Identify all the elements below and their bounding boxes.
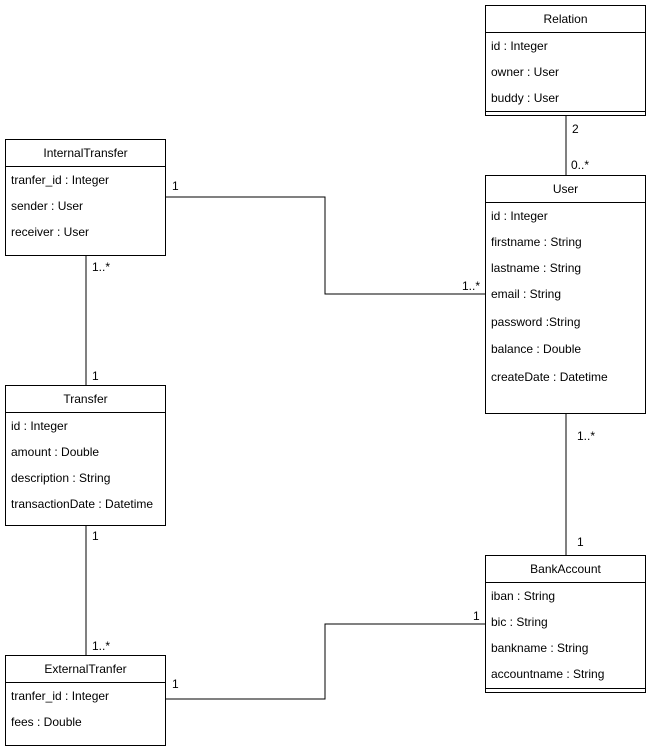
- attribute: firstname : String: [491, 235, 582, 249]
- attribute: tranfer_id : Integer: [11, 173, 110, 187]
- class-internal-transfer[interactable]: InternalTransfer tranfer_id : Integer se…: [5, 139, 166, 256]
- attribute: buddy : User: [491, 91, 560, 105]
- attribute: tranfer_id : Integer: [11, 689, 110, 703]
- class-name: InternalTransfer: [6, 140, 165, 167]
- attribute: iban : String: [491, 589, 556, 603]
- multiplicity-relation-end: 2: [572, 122, 579, 136]
- operations-divider: [486, 111, 645, 112]
- attribute: password :String: [491, 315, 581, 329]
- multiplicity-internaltransfer-end: 1..*: [92, 260, 111, 274]
- class-user[interactable]: User id : Integer firstname : String las…: [485, 175, 646, 414]
- multiplicity-bankaccount-end: 1: [473, 609, 480, 623]
- class-relation[interactable]: Relation id : Integer owner : User buddy…: [485, 5, 646, 116]
- attribute: amount : Double: [11, 445, 100, 459]
- class-name: User: [486, 176, 645, 203]
- attribute: id : Integer: [11, 419, 68, 433]
- attribute: receiver : User: [11, 225, 90, 239]
- class-name: Relation: [486, 6, 645, 33]
- class-external-transfer[interactable]: ExternalTranfer tranfer_id : Integer fee…: [5, 655, 166, 746]
- class-transfer[interactable]: Transfer id : Integer amount : Double de…: [5, 385, 166, 526]
- attribute: id : Integer: [491, 39, 548, 53]
- attribute: accountname : String: [491, 667, 605, 681]
- attribute: bic : String: [491, 615, 548, 629]
- attribute: createDate : Datetime: [491, 370, 608, 384]
- attribute: id : Integer: [491, 209, 548, 223]
- operations-divider: [486, 688, 645, 689]
- multiplicity-externaltransfer-end: 1: [172, 677, 179, 691]
- multiplicity-transfer-end: 1: [92, 529, 99, 543]
- class-name: BankAccount: [486, 556, 645, 583]
- multiplicity-transfer-end: 1: [92, 369, 99, 383]
- multiplicity-bankaccount-end: 1: [577, 535, 584, 549]
- multiplicity-user-end: 0..*: [571, 158, 590, 172]
- multiplicity-user-end: 1..*: [462, 279, 481, 293]
- attribute: email : String: [491, 287, 562, 301]
- attribute: bankname : String: [491, 641, 589, 655]
- attribute: owner : User: [491, 65, 560, 79]
- multiplicity-user-end: 1..*: [577, 429, 596, 443]
- attribute: sender : User: [11, 199, 84, 213]
- multiplicity-internaltransfer-end: 1: [172, 179, 179, 193]
- association-externaltransfer-bankaccount: [166, 623, 486, 700]
- multiplicity-externaltransfer-end: 1..*: [92, 639, 111, 653]
- class-name: Transfer: [6, 386, 165, 413]
- association-internaltransfer-user: [166, 196, 486, 295]
- attribute: lastname : String: [491, 261, 582, 275]
- class-name: ExternalTranfer: [6, 656, 165, 683]
- attribute: balance : Double: [491, 342, 582, 356]
- attribute: description : String: [11, 471, 111, 485]
- class-bank-account[interactable]: BankAccount iban : String bic : String b…: [485, 555, 646, 693]
- attribute: transactionDate : Datetime: [11, 497, 154, 511]
- attribute: fees : Double: [11, 715, 82, 729]
